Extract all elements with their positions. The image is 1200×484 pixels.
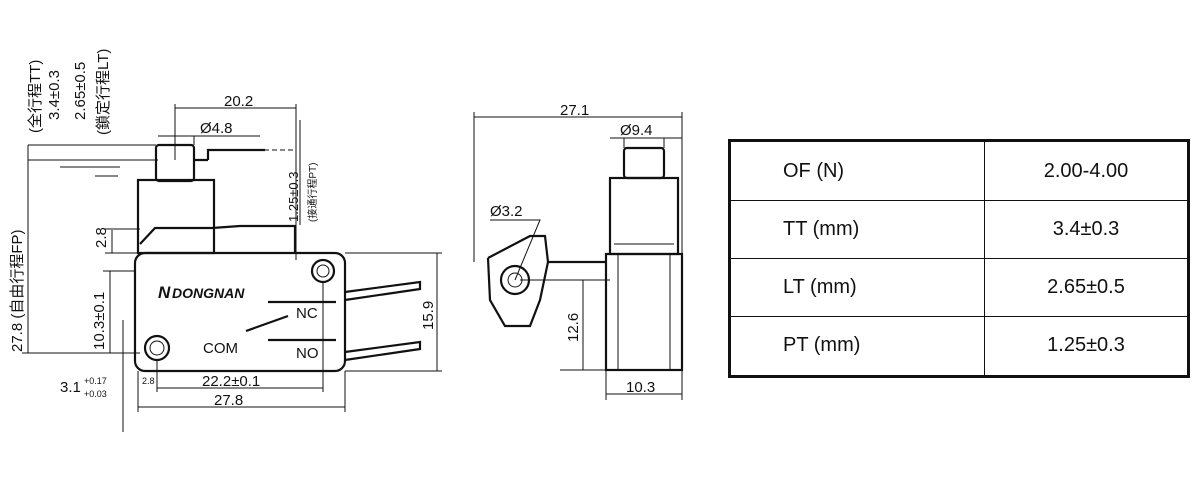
dim-28: 2.8 [93, 227, 110, 248]
value-cell: 2.65±0.5 [984, 257, 1189, 317]
terminal-lower [344, 340, 422, 362]
switch-front-view: DONGNAN N NC COM NO 20.2 Ø4.8 (全行程TT) 3.… [9, 49, 442, 432]
dim-side-top: 27.1 [560, 102, 589, 119]
param-cell: OF (N) [729, 139, 985, 202]
lever-arm [195, 148, 265, 162]
dim-31-tol-up: +0.17 [84, 376, 107, 386]
dim-side-height: 12.6 [565, 313, 582, 342]
dim-103-line [103, 270, 135, 353]
value-cell: 3.4±0.3 [984, 200, 1189, 259]
value-cell: 1.25±0.3 [984, 315, 1189, 378]
spec-table: OF (N) 2.00-4.00 TT (mm) 3.4±0.3 LT (mm)… [728, 139, 1190, 378]
switch-body [133, 251, 347, 373]
dim-side-top-line [473, 112, 683, 370]
dim-31: 3.1 [60, 379, 81, 396]
dim-height-line [345, 252, 442, 372]
dim-fp: 27.8 (自由行程FP) [9, 229, 26, 352]
side-inner-lines [614, 243, 674, 370]
brand-logo-text: DONGNAN [172, 285, 245, 301]
dim-plunger-dia: Ø4.8 [200, 120, 233, 137]
dim-tt-label: (全行程TT) [26, 60, 44, 133]
dim-tt-value: 3.4±0.3 [46, 70, 63, 120]
dim-hole-pitch: 22.2±0.1 [202, 373, 260, 390]
dim-height: 15.9 [420, 301, 437, 330]
table-row: PT (mm) 1.25±0.3 [729, 315, 1189, 378]
dim-fp-line [22, 145, 140, 354]
dim-plunger-line [158, 135, 260, 145]
side-plunger [622, 146, 666, 180]
dim-lt-label: (鎖定行程LT) [95, 49, 112, 135]
dim-side-width: 10.3 [626, 379, 655, 396]
dim-28-small: 2.8 [142, 376, 155, 386]
mounting-hole-left [143, 334, 171, 362]
terminal-nc-label: NC [296, 305, 318, 322]
dim-pt-note: (接通行程PT) [306, 163, 319, 222]
side-body [604, 252, 684, 372]
dim-bodywidth-line [138, 371, 346, 412]
dim-31-tol-dn: +0.03 [84, 389, 107, 399]
mounting-hole-right-inner [316, 264, 330, 278]
terminal-com-label: COM [203, 340, 238, 357]
dim-width-top: 20.2 [224, 93, 253, 110]
dim-side-width-line [605, 370, 683, 400]
terminal-no-label: NO [296, 345, 319, 362]
dim-side-height-line [520, 279, 610, 371]
dim-holepitch-line [156, 283, 324, 392]
table-row: LT (mm) 2.65±0.5 [729, 257, 1189, 317]
dim-side-hole-line [490, 219, 541, 281]
dim-103: 10.3±0.1 [91, 292, 108, 350]
side-lever [487, 234, 606, 264]
switch-upper-housing [136, 178, 216, 255]
dim-side-plunger: Ø9.4 [620, 122, 653, 139]
side-upper [608, 176, 680, 256]
dim-stroke-lines [28, 144, 158, 177]
dim-side-hole: Ø3.2 [490, 203, 523, 220]
brand-logo-mark: N [158, 283, 171, 302]
table-row: TT (mm) 3.4±0.3 [729, 200, 1189, 259]
switch-side-view: 27.1 Ø9.4 Ø3.2 12.6 10.3 [473, 102, 684, 400]
mounting-hole-right [310, 258, 336, 284]
dim-28-line [105, 228, 140, 254]
value-cell: 2.00-4.00 [984, 139, 1189, 202]
dim-pt: 1.25±0.3 [286, 171, 301, 222]
terminal-upper [344, 280, 422, 302]
dim-side-plunger-line [610, 137, 682, 148]
table-row: OF (N) 2.00-4.00 [729, 139, 1189, 202]
lever [139, 224, 297, 253]
dim-body-width: 27.8 [214, 392, 243, 409]
dim-lt-value: 2.65±0.5 [72, 62, 89, 120]
param-cell: LT (mm) [729, 257, 985, 317]
mounting-hole-left-inner [149, 340, 165, 356]
param-cell: PT (mm) [729, 315, 985, 378]
side-lever-hook [486, 257, 550, 328]
dim-31-line [122, 320, 139, 432]
dim-width-top-line [174, 104, 297, 260]
param-cell: TT (mm) [729, 200, 985, 259]
contact-com-lever [245, 314, 289, 333]
